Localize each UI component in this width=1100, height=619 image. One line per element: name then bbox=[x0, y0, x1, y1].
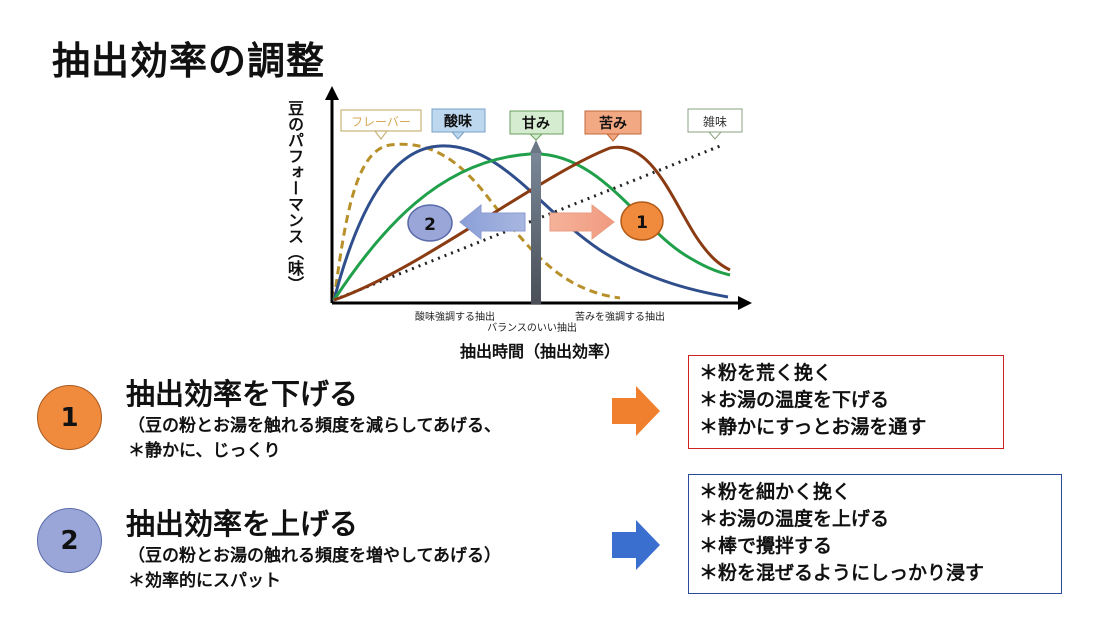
section2-tip-4: ＊粉を混ぜるようにしっかり浸す bbox=[699, 562, 985, 584]
annotation-acid: 酸味強調する抽出 bbox=[415, 310, 495, 323]
legend-off-flavor-label: 雑味 bbox=[703, 114, 727, 129]
legend-flavor-label: フレーバー bbox=[351, 115, 411, 129]
marker-one-label: 1 bbox=[636, 213, 648, 233]
section2-arrow bbox=[612, 520, 660, 570]
section2-tip-1: ＊粉を細かく挽く bbox=[699, 481, 852, 503]
arrow-to-two bbox=[459, 203, 526, 241]
section1-line1: （豆の粉とお湯を触れる頻度を減らしてあげる、 bbox=[128, 416, 501, 436]
legend-acidity-pointer bbox=[450, 131, 466, 140]
section1-tip-1: ＊粉を荒く挽く bbox=[699, 362, 833, 384]
acidity-curve bbox=[332, 144, 729, 301]
y-axis-label: 豆のパフォーマンス（味） bbox=[285, 100, 304, 292]
section2-badge-label: 2 bbox=[60, 525, 79, 556]
section1-tips-box: ＊粉を荒く挽く ＊お湯の温度を下げる ＊静かにすっとお湯を通す bbox=[688, 355, 1004, 449]
legend-off-flavor-pointer bbox=[707, 131, 723, 140]
flavor-curve bbox=[332, 142, 621, 301]
legend-bitterness-label: 苦み bbox=[599, 115, 627, 132]
annotation-bitter: 苦みを強調する抽出 bbox=[575, 310, 665, 323]
section2-line2: ＊効率的にスパット bbox=[128, 571, 281, 591]
marker-two bbox=[407, 204, 453, 242]
section2-title: 抽出効率を上げる bbox=[126, 507, 359, 541]
section2-tips-box: ＊粉を細かく挽く ＊お湯の温度を上げる ＊棒で攪拌する ＊粉を混ぜるようにしっか… bbox=[688, 474, 1062, 594]
section2-tip-2: ＊お湯の温度を上げる bbox=[699, 508, 890, 530]
x-axis-label: 抽出時間（抽出効率） bbox=[460, 342, 620, 361]
page-title: 抽出効率の調整 bbox=[52, 39, 326, 83]
annotation-balance: バランスのいい抽出 bbox=[487, 321, 577, 334]
x-axis-arrowhead bbox=[738, 296, 752, 310]
marker-two-label: 2 bbox=[424, 215, 436, 235]
sweetness-curve bbox=[332, 152, 731, 301]
legend-sweetness-label: 甘み bbox=[522, 115, 550, 132]
y-axis-arrowhead bbox=[325, 86, 339, 100]
legend-flavor-pointer bbox=[373, 130, 389, 140]
section2-badge: 2 bbox=[37, 508, 102, 573]
balance-pillar-tip bbox=[530, 140, 542, 153]
section1-tip-2: ＊お湯の温度を下げる bbox=[699, 389, 890, 411]
legend-acidity-label: 酸味 bbox=[444, 113, 472, 130]
section1-title: 抽出効率を下げる bbox=[126, 377, 359, 411]
section1-tip-3: ＊静かにすっとお湯を通す bbox=[699, 416, 927, 438]
section1-badge-label: 1 bbox=[60, 402, 79, 433]
bitterness-curve bbox=[333, 145, 731, 302]
legend-bitterness-pointer bbox=[605, 133, 621, 142]
legend-sweetness-pointer bbox=[528, 133, 544, 141]
section1-badge: 1 bbox=[37, 385, 102, 450]
section1-line2: ＊静かに、じっくり bbox=[128, 441, 281, 461]
arrow-to-one bbox=[549, 203, 615, 241]
balance-pillar bbox=[531, 152, 541, 304]
section2-line1: （豆の粉とお湯の触れる頻度を増やしてあげる） bbox=[128, 546, 501, 566]
marker-one bbox=[620, 201, 664, 241]
section1-arrow bbox=[612, 386, 660, 436]
section2-tip-3: ＊棒で攪拌する bbox=[699, 535, 833, 557]
